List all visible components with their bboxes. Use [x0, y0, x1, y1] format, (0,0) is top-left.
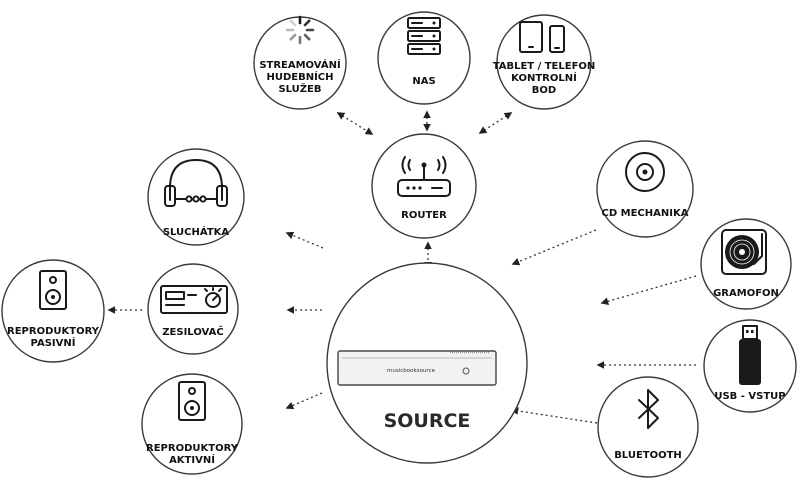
tablet-phone-icon	[519, 21, 565, 53]
speaker-icon	[39, 270, 67, 310]
node-source: musicbooksource SOURCE	[326, 262, 528, 464]
streaming-label-3: SLUŽEB	[278, 82, 321, 95]
amplifier-label: ZESILOVAČ	[162, 325, 223, 338]
headphones-label: SLUCHÁTKA	[163, 225, 230, 238]
turntable-icon	[721, 229, 767, 275]
source-label: SOURCE	[384, 410, 471, 432]
bluetooth-icon	[638, 389, 659, 429]
speaker-icon	[178, 381, 206, 421]
amplifier-icon	[160, 285, 228, 314]
tablet-label-3: BOD	[532, 85, 556, 96]
node-nas: NAS	[377, 11, 471, 105]
connector-streaming-router	[336, 112, 374, 135]
active-speakers-label-1: REPRODUKTORY	[146, 443, 239, 454]
connector-source-active	[285, 392, 323, 410]
cd-disc-icon	[625, 152, 665, 192]
connector-bluetooth-source	[510, 407, 598, 424]
cd-label: CD MECHANIKA	[602, 208, 689, 219]
source-device-icon: musicbooksource	[337, 350, 497, 386]
node-active-speakers: REPRODUKTORY AKTIVNÍ	[141, 373, 243, 475]
headphones-icon	[164, 159, 228, 207]
tablet-label-2: KONTROLNÍ	[511, 71, 577, 84]
connectors	[107, 110, 697, 424]
device-brand: musicbooksource	[387, 368, 436, 374]
connector-turntable-source	[600, 275, 697, 306]
passive-speakers-label-2: PASIVNÍ	[31, 336, 76, 349]
streaming-label-2: HUDEBNÍCH	[266, 70, 333, 83]
node-amplifier: ZESILOVAČ	[147, 263, 239, 355]
node-tablet-phone: TABLET / TELEFON KONTROLNÍ BOD	[493, 14, 596, 110]
usb-stick-icon	[739, 325, 761, 385]
node-cd: CD MECHANIKA	[596, 140, 694, 238]
connector-cd-source	[511, 229, 597, 266]
node-passive-speakers: REPRODUKTORY PASIVNÍ	[1, 259, 105, 363]
nas-label: NAS	[412, 76, 435, 87]
turntable-label: GRAMOFON	[713, 288, 779, 299]
usb-label: USB - VSTUP	[714, 391, 785, 402]
active-speakers-label-2: AKTIVNÍ	[169, 453, 215, 466]
node-router: ROUTER	[371, 133, 477, 239]
node-headphones: SLUCHÁTKA	[147, 148, 245, 246]
node-streaming: STREAMOVÁNÍ HUDEBNÍCH SLUŽEB	[253, 15, 347, 110]
streaming-label-1: STREAMOVÁNÍ	[259, 58, 341, 71]
server-rack-icon	[407, 17, 441, 55]
passive-speakers-label-1: REPRODUKTORY	[7, 326, 100, 337]
wifi-router-icon	[397, 156, 451, 197]
node-usb: USB - VSTUP	[703, 319, 797, 413]
connector-tablet-router	[478, 112, 513, 134]
tablet-label-1: TABLET / TELEFON	[493, 61, 596, 72]
loading-spinner-icon	[285, 15, 315, 45]
connector-source-headphones	[285, 231, 324, 249]
router-label: ROUTER	[401, 210, 447, 221]
node-bluetooth: BLUETOOTH	[597, 376, 699, 478]
node-turntable: GRAMOFON	[700, 218, 792, 310]
bluetooth-label: BLUETOOTH	[614, 450, 682, 461]
